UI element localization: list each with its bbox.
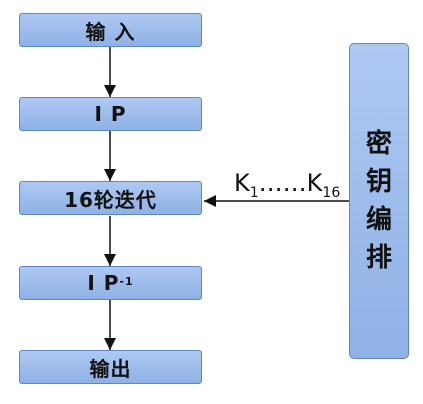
key-schedule-box: 密 钥 编 排: [349, 43, 409, 359]
ip-box: I P: [19, 97, 202, 131]
key-schedule-char-2: 钥: [365, 167, 392, 197]
subkey-k16-sub: 16: [322, 184, 341, 201]
ip-box-label: I P: [94, 102, 127, 126]
output-box: 输出: [19, 350, 202, 384]
key-schedule-char-1: 密: [365, 129, 392, 159]
key-schedule-char-4: 排: [365, 243, 392, 273]
input-box-label: 输 入: [85, 19, 136, 44]
key-schedule-char-3: 编: [365, 205, 392, 235]
rounds-box: 16轮迭代: [19, 181, 202, 215]
subkey-k1-sub: 1: [249, 184, 259, 201]
subkey-dots: ……: [258, 169, 307, 197]
ip-inverse-box-label: I P: [87, 271, 120, 295]
subkey-label: K1……K16: [234, 169, 340, 201]
subkey-k1: K: [234, 169, 250, 197]
ip-inverse-box: I P-1: [19, 266, 202, 300]
output-box-label: 输出: [89, 356, 132, 381]
ip-inverse-superscript: -1: [119, 274, 134, 288]
rounds-box-label: 16轮迭代: [64, 187, 157, 212]
subkey-k16: K: [306, 169, 323, 197]
input-box: 输 入: [19, 13, 202, 47]
